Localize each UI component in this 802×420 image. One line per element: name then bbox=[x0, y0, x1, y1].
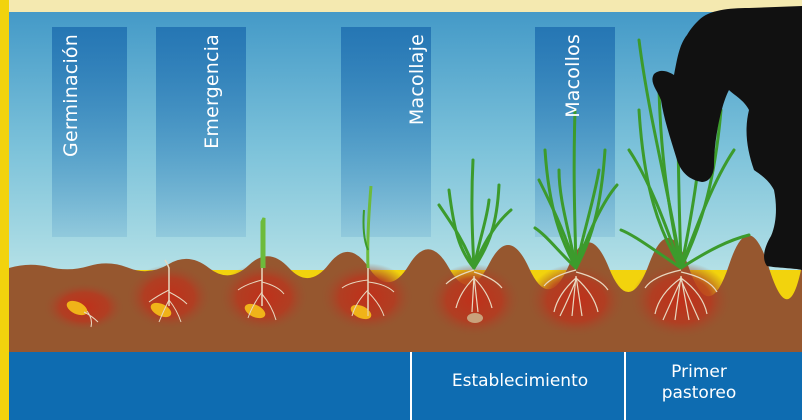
phase-band: Establecimiento Primer pastoreo bbox=[9, 352, 802, 420]
stage-panel bbox=[52, 27, 127, 237]
cow-silhouette bbox=[652, 6, 802, 270]
root-glow bbox=[428, 264, 520, 336]
growth-scene bbox=[9, 0, 802, 352]
phase-divider bbox=[624, 352, 626, 420]
phase-establishment: Establecimiento bbox=[451, 371, 589, 391]
stage-panel bbox=[156, 27, 246, 237]
stage-label-tillers: Macollos bbox=[562, 34, 584, 118]
plant-grazing bbox=[619, 38, 751, 321]
root-glow bbox=[321, 263, 413, 331]
stage-label-emergence: Emergencia bbox=[201, 34, 223, 149]
seed bbox=[350, 304, 372, 320]
phase-divider bbox=[410, 352, 412, 420]
plant-emergence-1 bbox=[148, 259, 188, 323]
root-glow bbox=[528, 264, 624, 336]
phase-first-grazing: Primer pastoreo bbox=[661, 362, 737, 403]
plant-tillering-2 bbox=[437, 158, 513, 323]
stage-label-tillering: Macollaje bbox=[406, 34, 428, 126]
stage-label-germination: Germinación bbox=[60, 34, 82, 157]
stage-panel bbox=[341, 27, 431, 237]
plant-emergence-2 bbox=[237, 217, 285, 321]
root-glow bbox=[631, 262, 731, 338]
seed bbox=[244, 303, 266, 319]
plant-tillers bbox=[533, 108, 619, 317]
seed bbox=[66, 300, 88, 316]
plant-germination bbox=[66, 300, 99, 328]
top-strip bbox=[9, 0, 802, 12]
plant-tillering-1 bbox=[341, 185, 395, 320]
